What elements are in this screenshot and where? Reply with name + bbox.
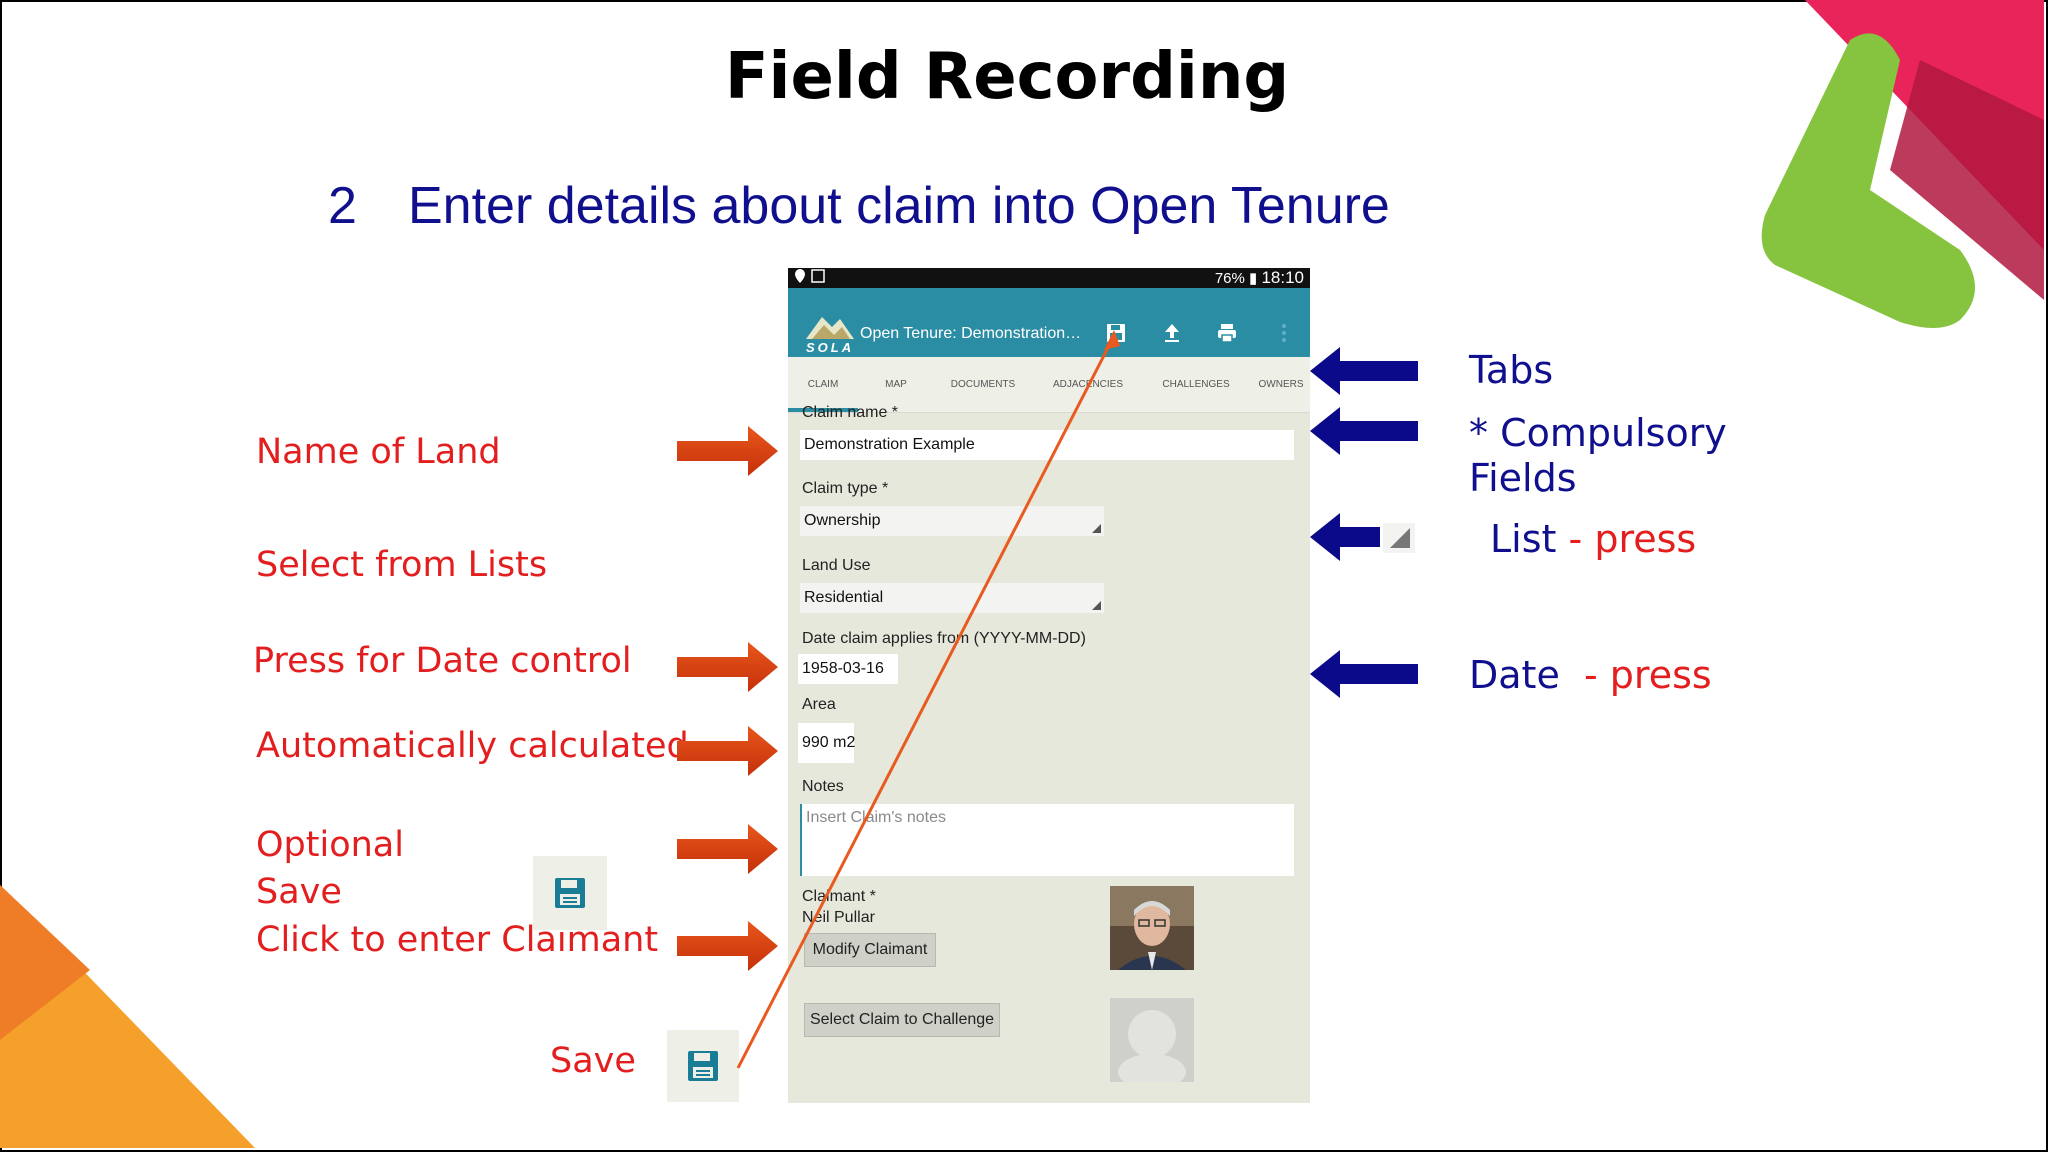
- claim-type-label: Claim type *: [802, 480, 889, 497]
- app-action-bar: SOLA Open Tenure: Demonstration…: [788, 288, 1310, 357]
- slide-title: Field Recording: [724, 40, 1290, 114]
- label-select-from-lists: Select from Lists: [256, 545, 548, 585]
- blue-arrow-list: [1310, 513, 1380, 561]
- label-date-press: Date - press: [1469, 653, 1712, 697]
- avatar-placeholder-icon: [1110, 998, 1194, 1082]
- corner-dark-shape: [1890, 60, 2044, 300]
- red-arrow-name-of-land: [677, 426, 778, 476]
- red-arrow-area: [677, 726, 778, 776]
- claim-name-label: Claim name *: [802, 404, 899, 421]
- tab-map[interactable]: MAP: [885, 379, 907, 390]
- corner-orange-dark-shape: [0, 885, 90, 1040]
- label-tabs: Tabs: [1469, 348, 1554, 392]
- label-save-bottom: Save: [550, 1041, 636, 1081]
- overflow-icon[interactable]: [1272, 321, 1296, 345]
- claimant-label: Claimant *: [802, 888, 876, 905]
- label-list: List: [1490, 517, 1557, 561]
- step-number: 2: [328, 177, 357, 235]
- sola-logo-icon: [806, 317, 854, 339]
- status-time: 18:10: [1261, 268, 1304, 287]
- corner-green-arrow: [1761, 33, 1975, 329]
- tab-documents[interactable]: DOCUMENTS: [950, 379, 1016, 390]
- label-date: Date: [1469, 653, 1560, 697]
- label-automatically-calculated: Automatically calculated: [256, 726, 689, 766]
- upload-icon[interactable]: [1160, 321, 1184, 345]
- sola-logo-text: SOLA: [806, 340, 855, 355]
- slide-subtitle: 2 Enter details about claim into Open Ten…: [328, 176, 1390, 236]
- label-date-press-word: - press: [1584, 653, 1712, 697]
- modify-claimant-button[interactable]: Modify Claimant: [804, 933, 936, 967]
- save-icon-example: [533, 856, 607, 930]
- status-right: 76% ▮ 18:10: [1214, 268, 1304, 287]
- label-list-press-word: - press: [1568, 517, 1697, 561]
- step-text: Enter details about claim into Open Tenu…: [408, 177, 1390, 235]
- location-icon: [795, 269, 825, 283]
- land-use-label: Land Use: [802, 557, 871, 574]
- label-optional: Optional: [256, 825, 404, 865]
- area-value: 990 m2: [798, 723, 855, 763]
- red-arrow-notes: [677, 824, 778, 874]
- select-claim-challenge-button[interactable]: Select Claim to Challenge: [804, 1003, 1000, 1037]
- dropdown-corner-icon: [1383, 523, 1415, 553]
- red-arrow-date: [677, 642, 778, 692]
- label-list-press: List - press: [1490, 517, 1696, 561]
- blue-arrow-tabs: [1310, 347, 1418, 395]
- claim-type-select[interactable]: Ownership: [800, 506, 1104, 536]
- label-compulsory-2: Fields: [1469, 456, 1577, 500]
- save-icon: [688, 1051, 718, 1081]
- red-arrow-claimant: [677, 921, 778, 971]
- image-icon: [811, 269, 825, 283]
- phone-screenshot: 76% ▮ 18:10 SOLA Open Tenure: Demonstrat…: [788, 268, 1310, 1103]
- status-left-icons: [794, 268, 828, 288]
- land-use-select[interactable]: Residential: [800, 583, 1104, 613]
- label-name-of-land: Name of Land: [256, 432, 501, 472]
- tab-challenges[interactable]: CHALLENGES: [1162, 379, 1230, 390]
- area-label: Area: [802, 696, 836, 713]
- battery-level: 76%: [1214, 270, 1245, 287]
- label-compulsory-1: * Compulsory: [1469, 411, 1727, 455]
- date-input[interactable]: 1958-03-16: [798, 654, 898, 684]
- pointer-arrowhead: [1104, 330, 1120, 350]
- notes-textarea[interactable]: Insert Claim's notes: [800, 804, 1294, 876]
- tab-owners[interactable]: OWNERS: [1258, 379, 1304, 390]
- save-icon-bottom: [667, 1030, 739, 1102]
- claimant-photo: [1110, 886, 1194, 970]
- label-press-for-date: Press for Date control: [253, 641, 632, 681]
- blue-arrow-date: [1310, 650, 1418, 698]
- app-title: Open Tenure: Demonstration…: [860, 325, 1082, 342]
- pointer-line-save: [736, 335, 1116, 1069]
- claimant-name: Neil Pullar: [802, 909, 875, 926]
- status-bar: 76% ▮ 18:10: [788, 268, 1310, 288]
- notes-label: Notes: [802, 778, 844, 795]
- print-icon[interactable]: [1215, 321, 1239, 345]
- date-label: Date claim applies from (YYYY-MM-DD): [802, 630, 1086, 647]
- save-icon: [555, 878, 585, 908]
- claim-name-input[interactable]: Demonstration Example: [800, 430, 1294, 460]
- blue-arrow-compulsory: [1310, 407, 1418, 455]
- tab-claim[interactable]: CLAIM: [788, 357, 858, 412]
- label-save: Save: [256, 872, 342, 912]
